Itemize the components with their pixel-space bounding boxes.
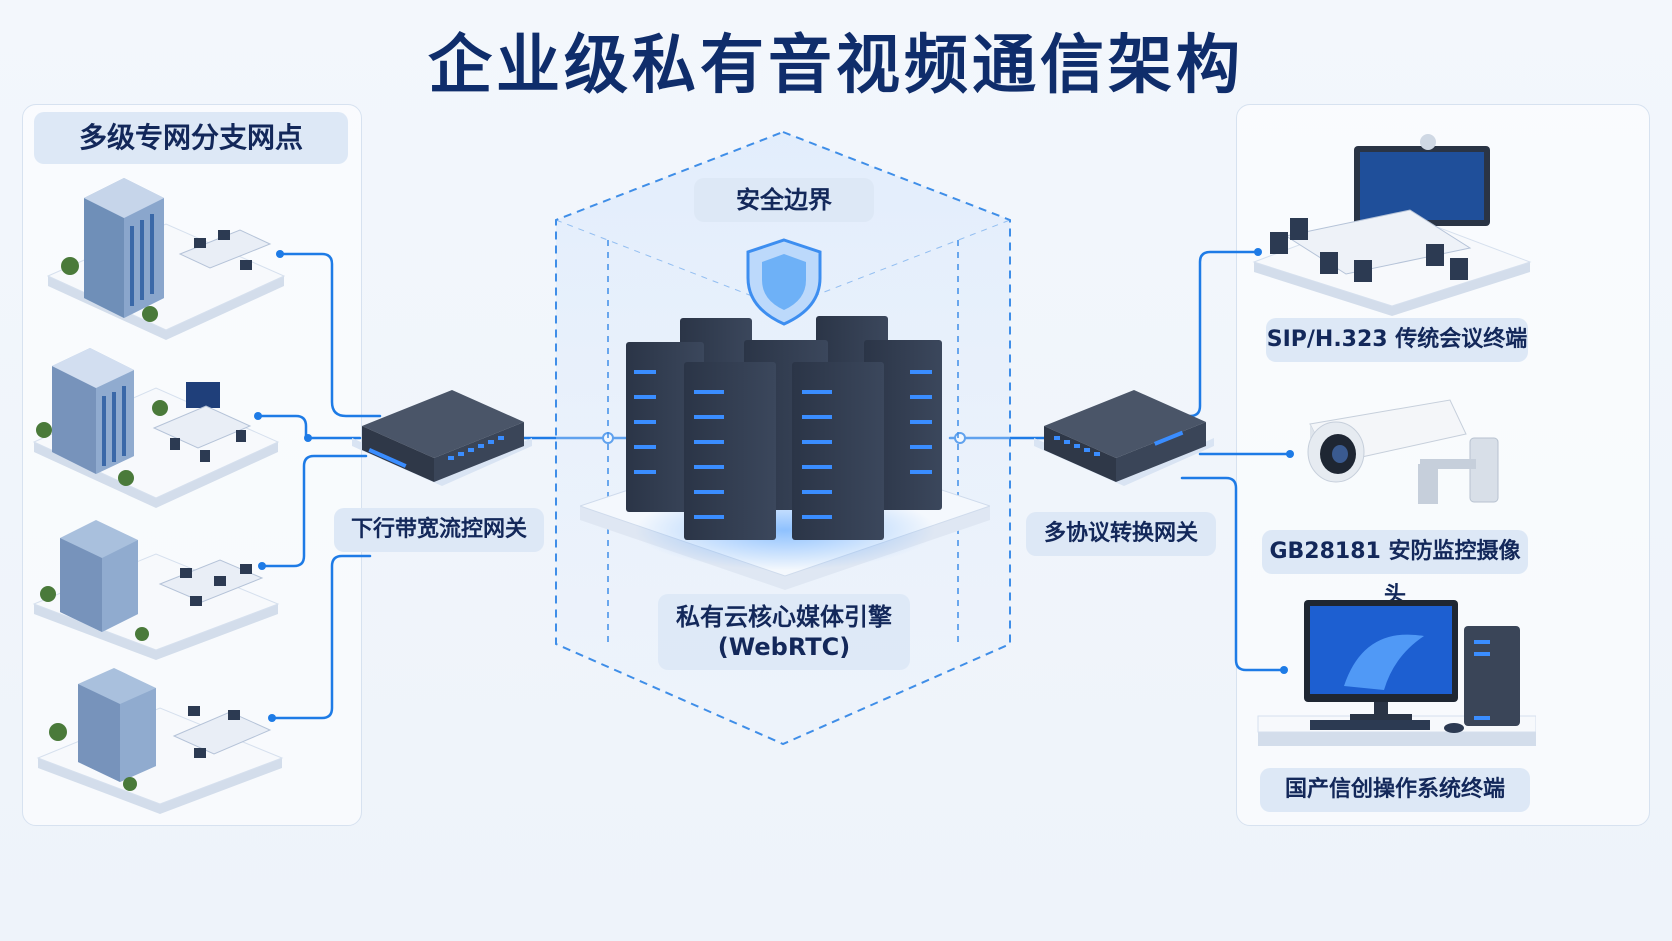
link-gw2-ep1 xyxy=(1178,250,1260,418)
core-engine-tech: (WebRTC) xyxy=(717,633,851,661)
protocol-gateway-label: 多协议转换网关 xyxy=(1026,512,1216,556)
page-title: 企业级私有音视频通信架构 xyxy=(428,29,1244,103)
branch-office-1 xyxy=(46,178,286,340)
shield-icon xyxy=(746,238,822,326)
branch-office-2 xyxy=(32,348,280,508)
link-branch-4 xyxy=(270,554,372,720)
branch-office-4 xyxy=(36,668,284,814)
core-engine-label: 私有云核心媒体引擎 (WebRTC) xyxy=(658,594,910,670)
core-server-cluster xyxy=(580,316,990,590)
security-camera-icon xyxy=(1307,399,1499,504)
branch-office-3 xyxy=(32,520,280,660)
core-engine-name: 私有云核心媒体引擎 xyxy=(676,603,892,631)
downlink-gateway-label: 下行带宽流控网关 xyxy=(334,508,544,552)
link-gw2-ep3 xyxy=(1180,476,1286,672)
link-branch-1 xyxy=(278,252,382,418)
link-branch-2 xyxy=(256,414,362,440)
downlink-gateway-device xyxy=(352,390,532,486)
link-branch-3 xyxy=(260,454,368,568)
security-boundary-label: 安全边界 xyxy=(694,178,874,222)
conference-room-terminal xyxy=(1252,134,1532,316)
protocol-gateway-device xyxy=(1034,390,1214,486)
desktop-pc-terminal xyxy=(1257,600,1536,746)
endpoint-label-xinchuang: 国产信创操作系统终端 xyxy=(1260,768,1530,812)
branch-panel-title: 多级专网分支网点 xyxy=(34,112,348,164)
endpoint-label-gb28181: GB28181 安防监控摄像头 xyxy=(1262,530,1528,608)
endpoint-label-sip: SIP/H.323 传统会议终端 xyxy=(1266,318,1528,362)
